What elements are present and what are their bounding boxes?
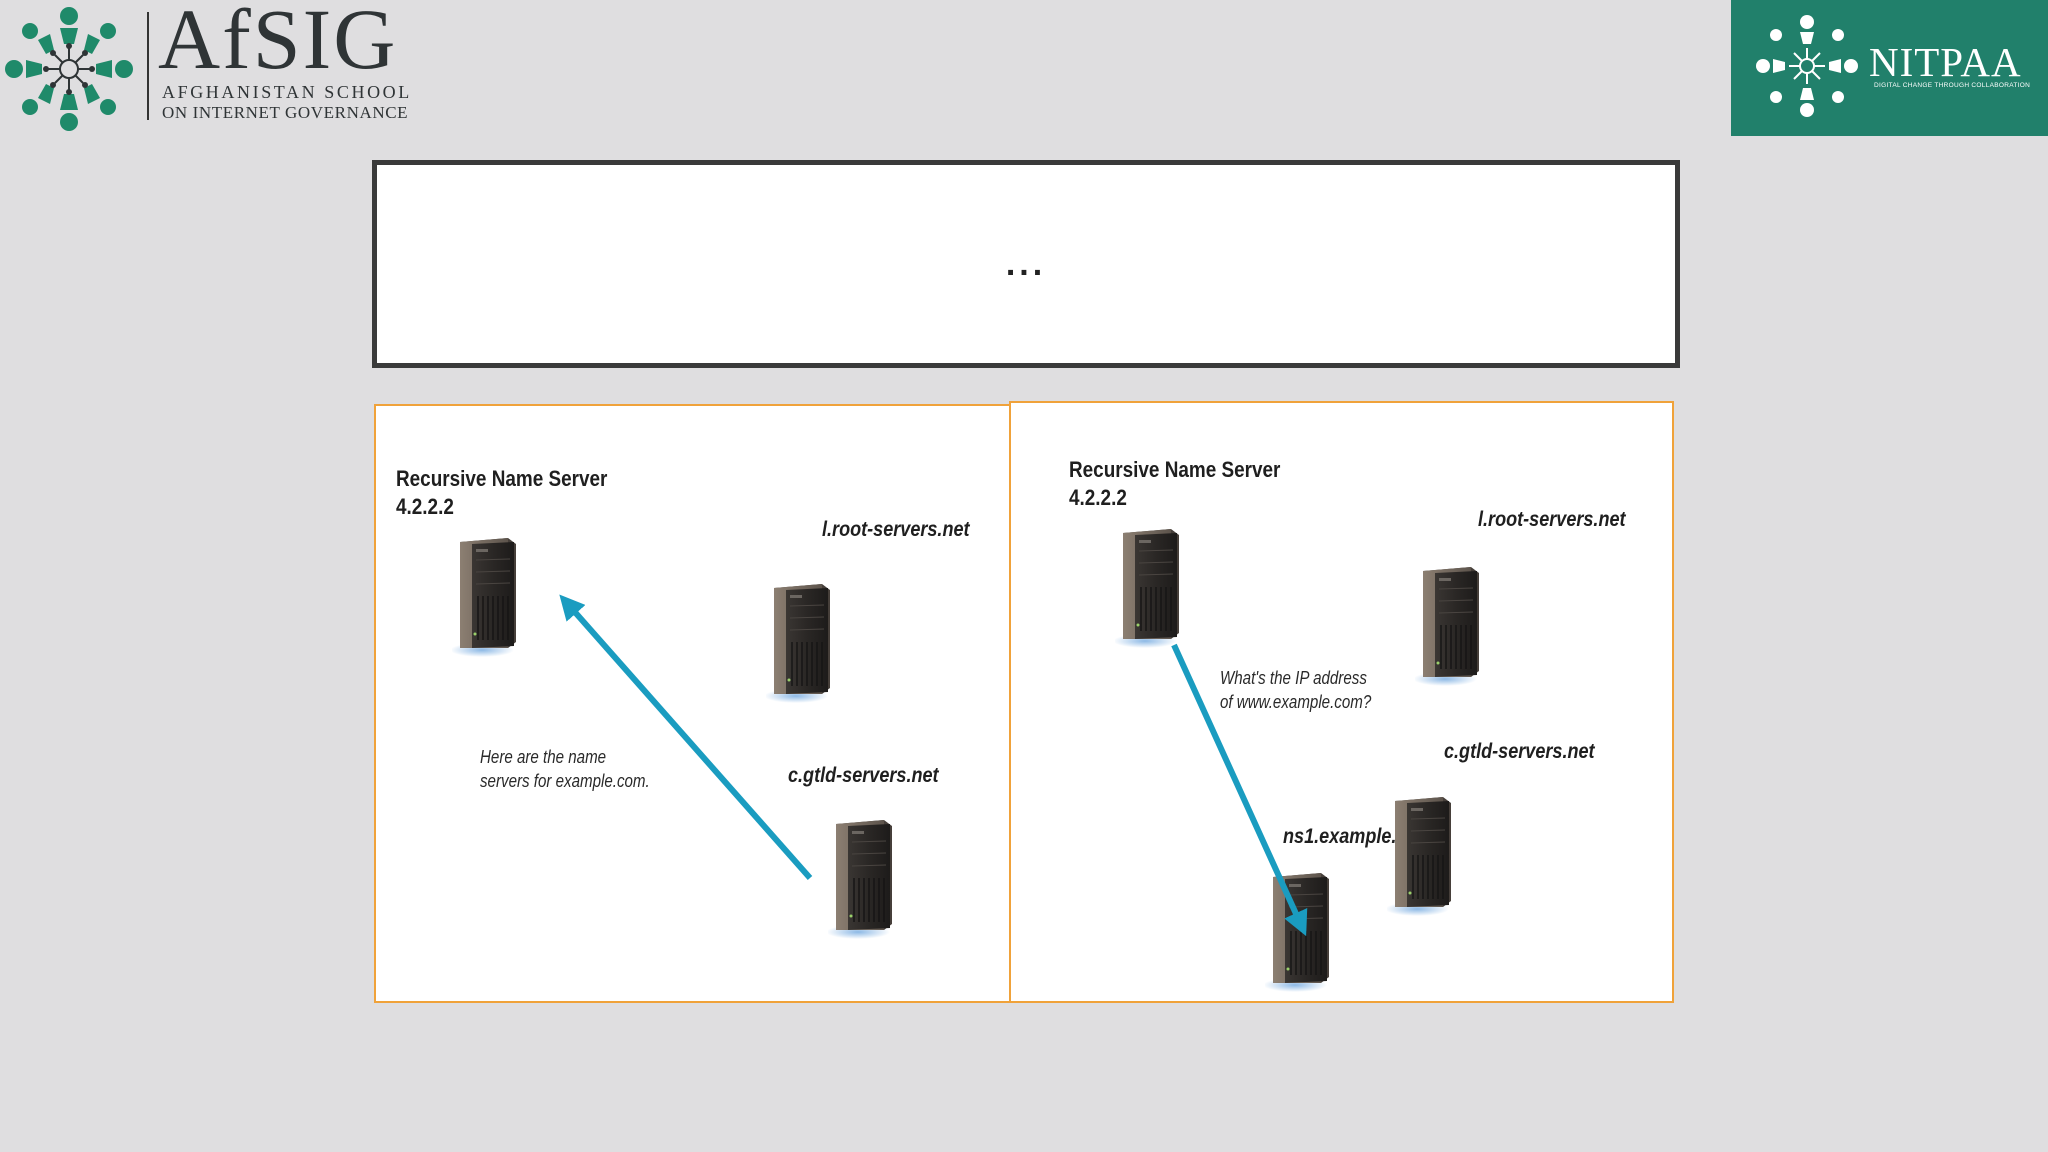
query-note-line2: of www.example.com? <box>1220 691 1372 712</box>
logo-divider <box>147 12 149 120</box>
root-server-label: l.root-servers.net <box>1478 508 1626 531</box>
afsig-logo: AfSIG AFGHANISTAN SCHOOL ON INTERNET GOV… <box>0 0 420 140</box>
root-server-label: l.root-servers.net <box>822 518 970 541</box>
diagram-panel-right: Recursive Name Server 4.2.2.2 l.root-ser… <box>1009 401 1674 1003</box>
response-note-line2: servers for example.com. <box>480 770 650 791</box>
response-arrow <box>559 594 813 880</box>
recursive-server-ip: 4.2.2.2 <box>396 494 454 519</box>
afsig-wordmark: AfSIG <box>158 0 398 87</box>
recursive-server-label: Recursive Name Server <box>1069 457 1281 482</box>
diagram-panel-left: Recursive Name Server 4.2.2.2 l.root-ser… <box>374 404 1011 1003</box>
afsig-subtitle-line1: AFGHANISTAN SCHOOL <box>162 82 412 102</box>
tld-server-label: c.gtld-servers.net <box>1444 740 1595 763</box>
afsig-emblem-icon <box>5 7 133 131</box>
slide-title: ... <box>1005 245 1047 283</box>
tld-server-label: c.gtld-servers.net <box>788 764 939 787</box>
query-note-line1: What's the IP address <box>1220 668 1367 688</box>
response-note-line1: Here are the name <box>480 747 607 767</box>
query-note: What's the IP address of www.example.com… <box>1220 667 1371 715</box>
nitpaa-emblem-icon <box>1756 15 1858 117</box>
nitpaa-logo: NITPAA DIGITAL CHANGE THROUGH COLLABORAT… <box>1731 0 2048 136</box>
query-arrow <box>1171 643 1308 937</box>
slide-title-box: ... <box>372 160 1680 368</box>
afsig-subtitle-line2: ON INTERNET GOVERNANCE <box>162 103 409 122</box>
nitpaa-wordmark: NITPAA <box>1869 39 2022 85</box>
nitpaa-tagline: DIGITAL CHANGE THROUGH COLLABORATION <box>1874 82 2031 89</box>
recursive-server-label: Recursive Name Server <box>396 466 608 491</box>
recursive-server-ip: 4.2.2.2 <box>1069 485 1127 510</box>
response-note: Here are the name servers for example.co… <box>480 746 650 794</box>
